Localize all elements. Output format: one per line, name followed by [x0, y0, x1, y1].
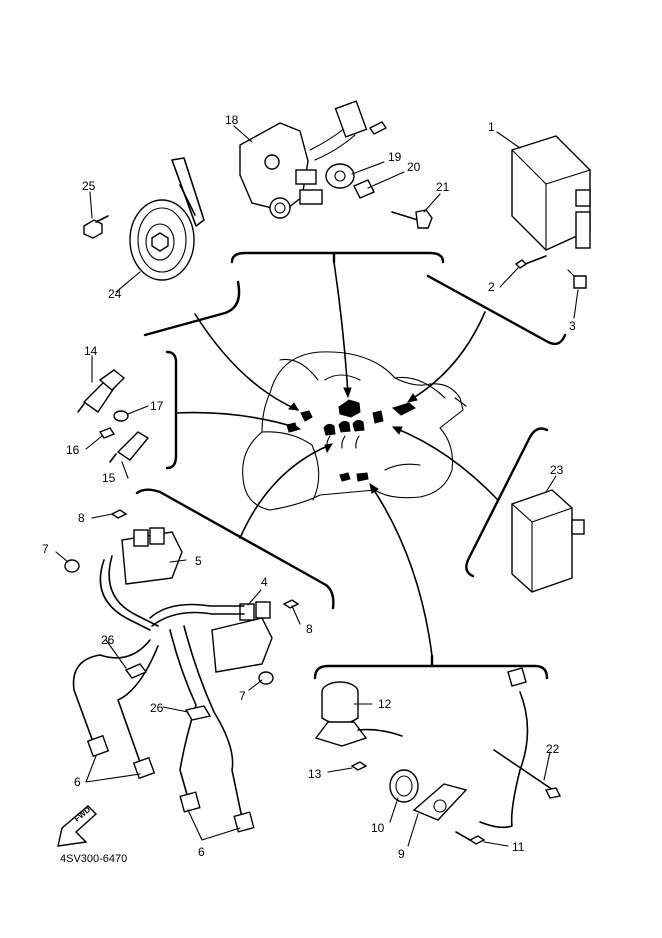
- grommet-part-7-right: [258, 671, 274, 685]
- group-bracket-bottom: [313, 654, 549, 680]
- wire-harness-part-22: [479, 667, 562, 829]
- drawing-code: 4SV300-6470: [60, 853, 127, 865]
- callout-4: 4: [261, 575, 268, 589]
- sensor-part-15: [109, 431, 150, 463]
- clamp-part-26-left: [124, 663, 148, 679]
- group-bracket-right-top: [426, 274, 567, 346]
- bolt-part-25: [83, 215, 109, 239]
- bolt-part-2: [514, 255, 547, 269]
- bolt-part-8-right: [282, 599, 300, 609]
- grommet-part-7-left: [64, 559, 80, 573]
- callout-26-left: 26: [101, 633, 115, 647]
- callout-21: 21: [436, 180, 450, 194]
- plug-cap-part-6-left: [72, 639, 159, 780]
- sensor-part-9: [412, 783, 468, 821]
- nut-part-3: [567, 269, 587, 289]
- switch-part-12: [314, 681, 403, 747]
- callout-7-left: 7: [42, 542, 49, 556]
- bolt-part-16: [98, 427, 116, 439]
- group-bracket-top: [230, 251, 445, 264]
- ignition-coil-part-5: [99, 527, 183, 631]
- callout-8-right: 8: [306, 622, 313, 636]
- washer-part-17: [113, 410, 129, 422]
- group-bracket-left-mid: [165, 350, 178, 470]
- collar-part-20: [353, 179, 375, 199]
- leader-lines: [175, 261, 499, 657]
- bolt-part-8-upper: [110, 509, 128, 519]
- callout-25: 25: [82, 179, 96, 193]
- group-bracket-left-top: [143, 280, 241, 337]
- callout-23: 23: [550, 463, 564, 477]
- callout-12: 12: [378, 697, 392, 711]
- callout-numbers: 1 2 3 4 5 6 6 7 7 8 8 9 10 11 12 13 14 1…: [42, 113, 576, 861]
- sensor-assembly-part-18: [239, 100, 388, 219]
- callout-22: 22: [546, 742, 560, 756]
- callout-17: 17: [150, 399, 164, 413]
- callout-1: 1: [488, 120, 495, 134]
- callout-18: 18: [225, 113, 239, 127]
- callout-19: 19: [388, 150, 402, 164]
- bolt-part-13: [350, 761, 368, 771]
- callout-6-left: 6: [74, 775, 81, 789]
- plug-cap-part-6-right: [169, 625, 255, 833]
- group-bracket-ignition: [135, 488, 335, 610]
- callout-14: 14: [84, 344, 98, 358]
- callout-13: 13: [308, 767, 322, 781]
- callout-2: 2: [488, 280, 495, 294]
- sensor-part-14: [77, 369, 126, 413]
- callout-8-upper: 8: [78, 511, 85, 525]
- callout-10: 10: [371, 821, 385, 835]
- callout-9: 9: [398, 847, 405, 861]
- horn-part-24: [129, 157, 205, 281]
- callout-6-right: 6: [198, 845, 205, 859]
- callout-20: 20: [407, 160, 421, 174]
- callout-15: 15: [102, 471, 116, 485]
- callout-16: 16: [66, 443, 80, 457]
- callout-3: 3: [569, 319, 576, 333]
- group-bracket-right-mid: [465, 427, 549, 578]
- o-ring-part-10: [389, 769, 419, 803]
- relay-part-23: [511, 489, 585, 593]
- clamp-part-26-right: [184, 705, 212, 721]
- callout-leader-lines: [55, 125, 579, 847]
- bolt-part-11: [455, 831, 486, 845]
- callout-7-right: 7: [239, 689, 246, 703]
- callout-11: 11: [512, 840, 525, 854]
- callout-5: 5: [195, 554, 202, 568]
- ecu-part-1: [511, 135, 591, 251]
- fwd-arrow-icon: FWD: [57, 805, 98, 847]
- callout-24: 24: [108, 287, 122, 301]
- callout-26-right: 26: [150, 701, 164, 715]
- grommet-part-19: [325, 163, 355, 189]
- motorcycle-frame-outline: [242, 351, 467, 511]
- screw-part-21: [391, 209, 433, 229]
- ignition-coil-part-4: [149, 601, 273, 673]
